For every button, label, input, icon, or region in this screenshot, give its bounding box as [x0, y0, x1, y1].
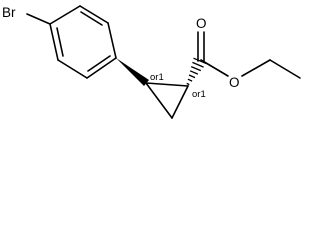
ester-oxygen-label: O [229, 75, 240, 90]
oxygen-ch2-bond [241, 59, 271, 77]
molecule-drawing: Br or1 or1 O O [2, 5, 301, 119]
bromine-label: Br [2, 5, 16, 20]
ring-bond-3 [107, 22, 117, 59]
cyclopropane-bond-1 [145, 82, 189, 87]
bromine-bond [26, 13, 51, 25]
cyclopropane-bond-2 [171, 85, 189, 119]
ring-bond-2 [79, 5, 109, 24]
carbonyl-oxygen-label: O [196, 16, 207, 31]
benzene-ring [49, 5, 117, 79]
ring-bond-5 [57, 59, 88, 79]
ring-bond-4 [86, 57, 117, 79]
ring-double-bond-1 [80, 11, 103, 26]
stereo-label-c1: or1 [150, 72, 164, 83]
structure-diagram: Br or1 or1 O O [2, 5, 301, 119]
ethyl-bond [269, 59, 301, 79]
cyclopropane-bond-3 [145, 82, 173, 119]
wedge-bond-aryl [116, 58, 149, 86]
ring-bond-1 [49, 5, 81, 25]
stereo-label-c2: or1 [192, 89, 206, 100]
cyclopropane-ring [145, 82, 189, 119]
ring-double-bond-3 [56, 27, 64, 57]
ring-bond-6 [49, 23, 59, 61]
ring-double-bond-2 [87, 55, 111, 72]
ester-single-bond [200, 59, 229, 77]
